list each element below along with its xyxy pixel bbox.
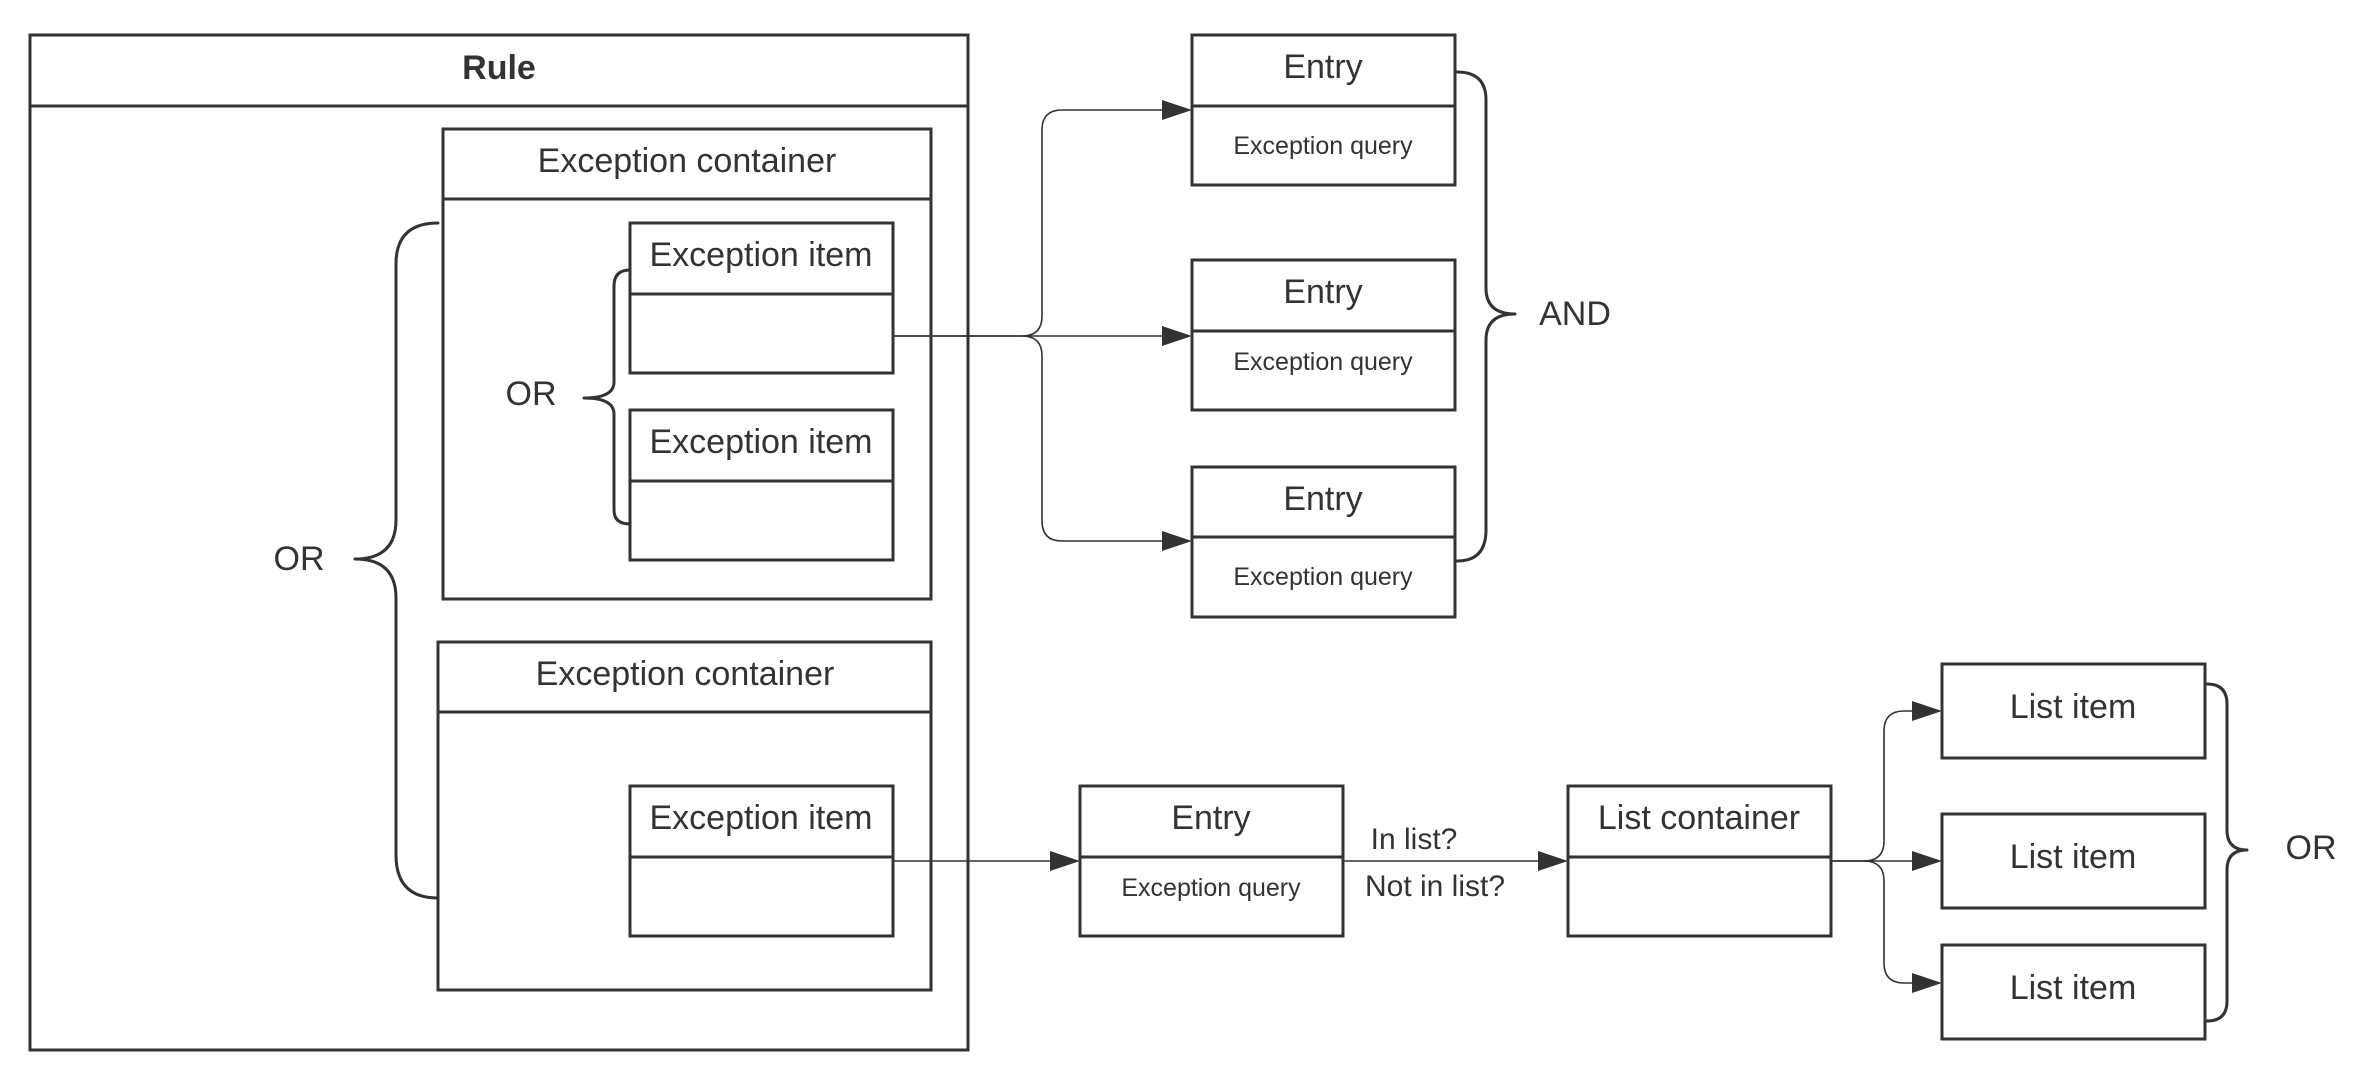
and-label: AND: [1539, 295, 1611, 333]
entry-title: Entry: [1283, 480, 1362, 518]
rule-title: Rule: [462, 49, 536, 87]
exception-query-label: Exception query: [1233, 348, 1413, 376]
or-label-list: OR: [2286, 829, 2337, 867]
list-container-title: List container: [1598, 799, 1800, 837]
exception-item-title: Exception item: [650, 236, 873, 274]
or-label-outer: OR: [274, 540, 325, 578]
exception-container-title: Exception container: [538, 142, 837, 180]
entry: Entry Exception query: [1078, 784, 1345, 938]
list-item-label: List item: [2010, 688, 2137, 726]
entry: Entry Exception query: [1190, 465, 1457, 619]
connector-to-entries: [893, 100, 1192, 551]
exception-item: Exception item: [628, 408, 895, 562]
list-item: List item: [1940, 943, 2207, 1041]
connector-to-bottom-entry: [893, 851, 1080, 871]
entry-title: Entry: [1171, 799, 1250, 837]
list-container: List container: [1566, 784, 1833, 938]
exception-query-label: Exception query: [1233, 563, 1413, 591]
exception-query-label: Exception query: [1233, 132, 1413, 160]
not-in-list-label: Not in list?: [1365, 870, 1505, 903]
entry-title: Entry: [1283, 48, 1362, 86]
entry: Entry Exception query: [1190, 33, 1457, 187]
and-brace: [1455, 70, 1517, 563]
list-item: List item: [1940, 662, 2207, 760]
exception-item: Exception item: [628, 221, 895, 375]
entry-title: Entry: [1283, 273, 1362, 311]
connector-to-list-items: [1831, 701, 1942, 993]
exception-container-title: Exception container: [536, 655, 835, 693]
exception-item: Exception item: [628, 784, 895, 938]
or-brace-list: [2205, 682, 2249, 1023]
entry: Entry Exception query: [1190, 258, 1457, 412]
in-list-label: In list?: [1371, 823, 1458, 856]
or-brace-inner: [582, 268, 632, 526]
exception-query-label: Exception query: [1121, 874, 1301, 902]
list-item-label: List item: [2010, 838, 2137, 876]
exception-item-title: Exception item: [650, 799, 873, 837]
or-brace-outer: [353, 221, 440, 900]
exception-item-title: Exception item: [650, 423, 873, 461]
or-label-inner: OR: [506, 375, 557, 413]
connector-to-list-container: [1343, 851, 1568, 871]
list-item-label: List item: [2010, 969, 2137, 1007]
list-item: List item: [1940, 812, 2207, 910]
